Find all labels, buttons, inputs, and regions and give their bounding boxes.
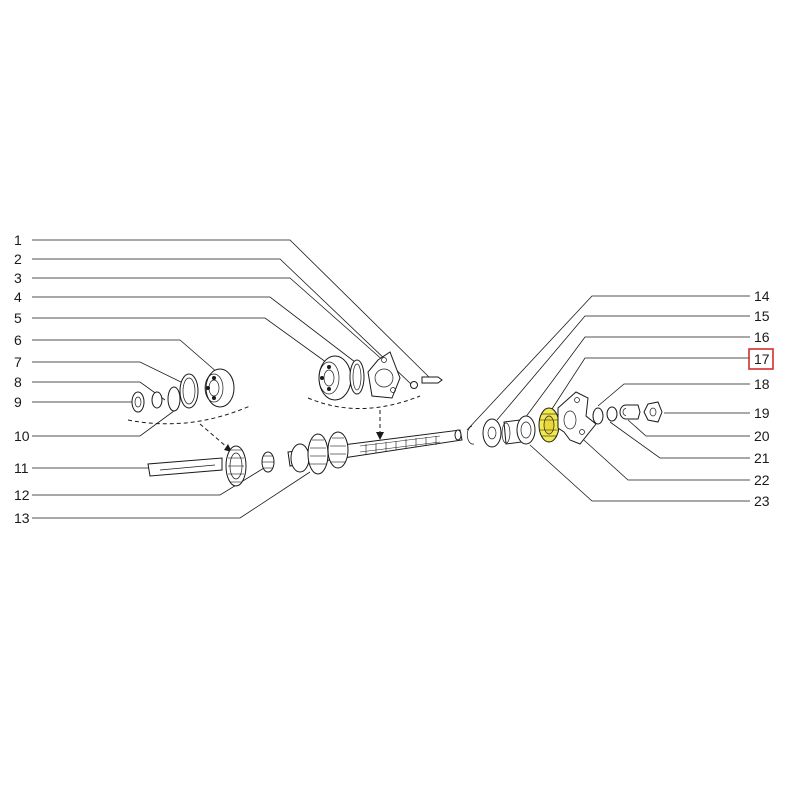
callout-18: 18: [754, 376, 770, 392]
callout-15: 15: [754, 308, 770, 324]
callout-20: 20: [754, 428, 770, 444]
main-shaft: [147, 429, 463, 487]
callout-labels-right: 14 15 16 17 18 19 20 21 22 23: [748, 288, 774, 509]
leader-lines-right: [466, 295, 750, 502]
callout-17[interactable]: 17: [754, 351, 770, 367]
callout-8: 8: [14, 374, 22, 390]
leader-lines-left: [32, 239, 431, 519]
callout-3: 3: [14, 270, 22, 286]
callout-13: 13: [14, 510, 30, 526]
callout-19: 19: [754, 405, 770, 421]
callout-21: 21: [754, 450, 770, 466]
right-output-group: [466, 391, 663, 448]
callout-7: 7: [14, 354, 22, 370]
callout-6: 6: [14, 332, 22, 348]
highlight-box: [748, 348, 774, 370]
callout-5: 5: [14, 310, 22, 326]
callout-labels-left: 1 2 3 4 5 6 7 8 9 10 11 12 13: [14, 232, 30, 526]
callout-14: 14: [754, 288, 770, 304]
callout-16: 16: [754, 329, 770, 345]
callout-1: 1: [14, 232, 22, 248]
callout-10: 10: [14, 428, 30, 444]
callout-22: 22: [754, 472, 770, 488]
left-bearing-group: [127, 368, 251, 452]
callout-9: 9: [14, 394, 22, 410]
callout-4: 4: [14, 289, 22, 305]
callout-12: 12: [14, 487, 30, 503]
callout-2: 2: [14, 251, 22, 267]
centre-bearing-group: [307, 351, 443, 440]
callout-23: 23: [754, 493, 770, 509]
callout-11: 11: [14, 460, 29, 476]
